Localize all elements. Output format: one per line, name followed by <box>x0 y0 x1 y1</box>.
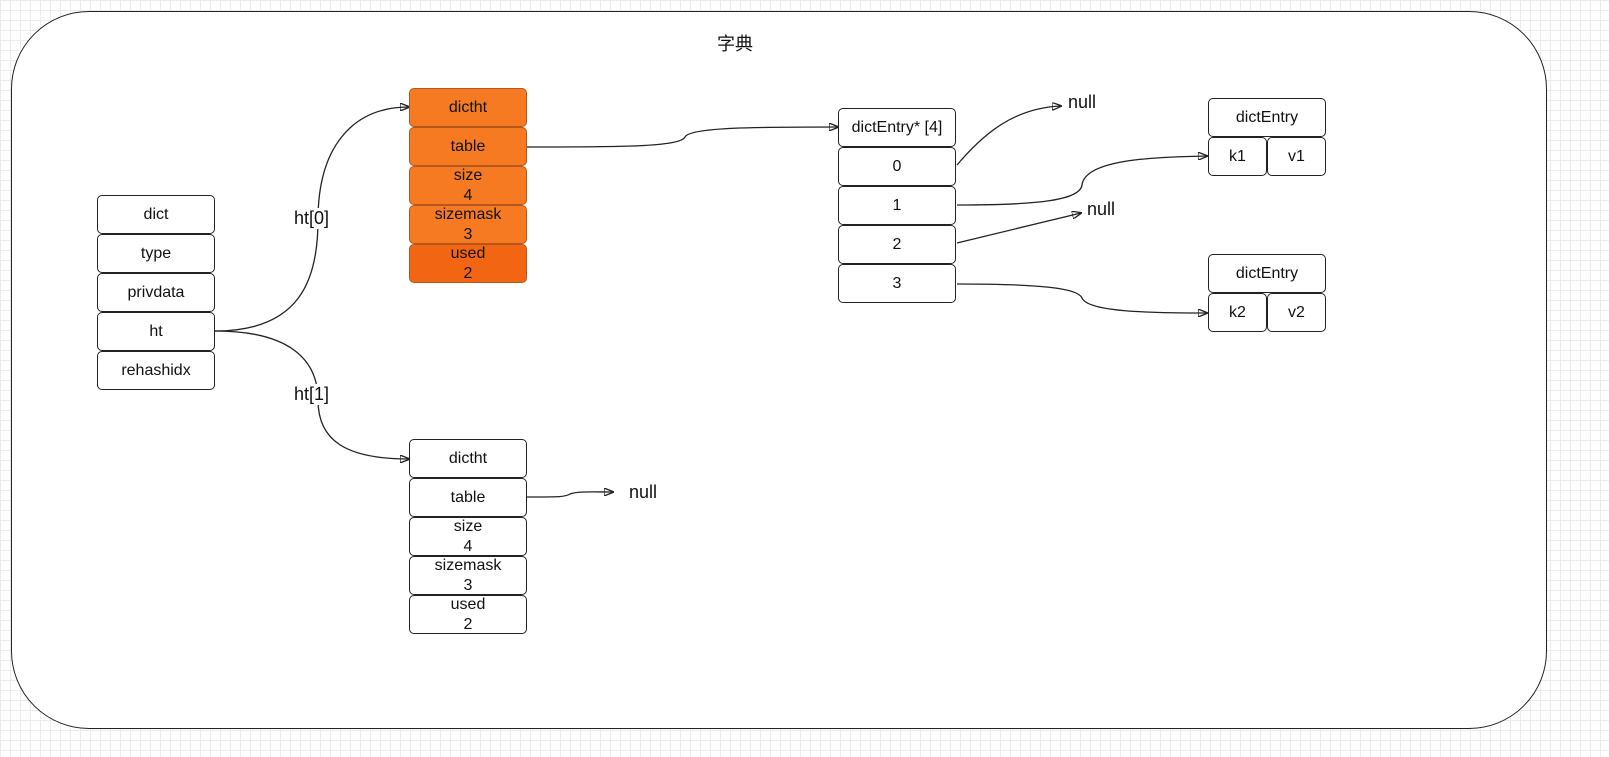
ht1-size-value: 4 <box>463 537 473 555</box>
null-ht1-table: null <box>628 482 659 503</box>
edge-label-ht1: ht[1] <box>293 384 331 405</box>
entry1-key: k1 <box>1208 137 1267 176</box>
edge-ht0-table <box>526 127 838 148</box>
ht1-sizemask-value: 3 <box>463 576 473 594</box>
entry2-header: dictEntry <box>1208 254 1326 293</box>
dict-field-ht-label: ht <box>149 322 163 340</box>
dict-field-type-label: type <box>140 244 172 262</box>
ht0-sizemask-name: sizemask <box>434 205 502 223</box>
edge-ht1-table <box>526 492 613 498</box>
bucket-0: 0 <box>838 147 956 186</box>
ht1-table: table <box>409 478 527 517</box>
entry2-header-label: dictEntry <box>1235 264 1299 282</box>
ht0-used: used 2 <box>409 244 527 283</box>
entry2-value: v2 <box>1267 293 1326 332</box>
diagram-title: 字典 <box>717 34 753 54</box>
dict-field-ht: ht <box>97 312 215 351</box>
dict-field-privdata: privdata <box>97 273 215 312</box>
ht1-used: used 2 <box>409 595 527 634</box>
dict-header-label: dict <box>143 205 169 223</box>
ht0-size-name: size <box>453 166 483 184</box>
edge-bucket1-entry1 <box>956 156 1207 206</box>
edge-bucket3-entry2 <box>956 283 1207 313</box>
entry2-key-label: k2 <box>1229 303 1246 321</box>
entry1-header-label: dictEntry <box>1235 108 1299 126</box>
bucket-array-header-label: dictEntry* [4] <box>851 118 943 136</box>
ht0-header-label: dictht <box>448 98 488 116</box>
bucket-3: 3 <box>838 264 956 303</box>
dict-field-privdata-label: privdata <box>127 283 185 301</box>
entry1-key-label: k1 <box>1229 147 1246 165</box>
bucket-2: 2 <box>838 225 956 264</box>
null-bucket-0: null <box>1067 92 1098 113</box>
entry2-value-label: v2 <box>1288 303 1305 321</box>
bucket-2-label: 2 <box>892 235 902 253</box>
bucket-3-label: 3 <box>892 274 902 292</box>
ht0-sizemask: sizemask 3 <box>409 205 527 244</box>
dict-field-rehashidx-label: rehashidx <box>121 361 191 379</box>
entry1-header: dictEntry <box>1208 98 1326 137</box>
edge-bucket0-null <box>956 106 1061 166</box>
bucket-1: 1 <box>838 186 956 225</box>
ht1-used-name: used <box>450 595 486 613</box>
ht0-header: dictht <box>409 88 527 127</box>
ht0-size: size 4 <box>409 166 527 205</box>
ht1-header-label: dictht <box>448 449 488 467</box>
ht1-sizemask: sizemask 3 <box>409 556 527 595</box>
ht1-size-name: size <box>453 517 483 535</box>
ht0-table: table <box>409 127 527 166</box>
entry1-value: v1 <box>1267 137 1326 176</box>
ht1-sizemask-name: sizemask <box>434 556 502 574</box>
edge-bucket2-null <box>956 213 1081 244</box>
bucket-1-label: 1 <box>892 196 902 214</box>
edge-label-ht0: ht[0] <box>293 208 331 229</box>
ht0-used-value: 2 <box>463 264 473 282</box>
ht1-size: size 4 <box>409 517 527 556</box>
dict-field-type: type <box>97 234 215 273</box>
dict-header: dict <box>97 195 215 234</box>
null-bucket-2: null <box>1086 199 1117 220</box>
entry2-key: k2 <box>1208 293 1267 332</box>
ht1-used-value: 2 <box>463 615 473 633</box>
bucket-0-label: 0 <box>892 157 902 175</box>
dict-field-rehashidx: rehashidx <box>97 351 215 390</box>
ht0-used-name: used <box>450 244 486 262</box>
ht0-sizemask-value: 3 <box>463 225 473 243</box>
entry1-value-label: v1 <box>1288 147 1305 165</box>
bucket-array-header: dictEntry* [4] <box>838 108 956 147</box>
ht1-table-label: table <box>450 488 486 506</box>
ht1-header: dictht <box>409 439 527 478</box>
ht0-size-value: 4 <box>463 186 473 204</box>
ht0-table-label: table <box>450 137 486 155</box>
